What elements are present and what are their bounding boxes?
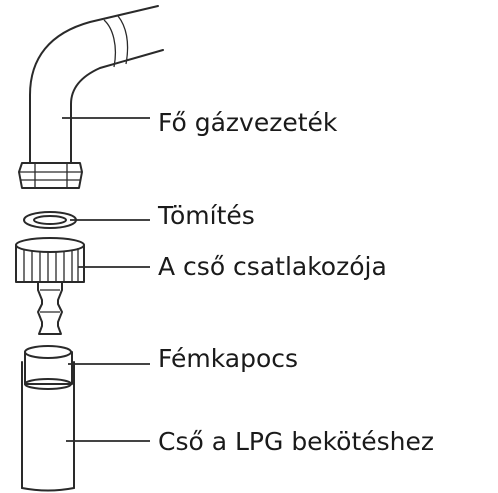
barbed-fitting <box>37 281 63 335</box>
seal-ring <box>23 211 77 229</box>
label-pipe-connector: A cső csatlakozója <box>158 252 387 281</box>
pipe-connector <box>15 237 85 283</box>
label-metal-clip: Fémkapocs <box>158 344 299 373</box>
main-gas-pipe <box>29 5 164 166</box>
label-lpg-hose: Cső a LPG bekötéshez <box>158 427 435 456</box>
label-seal: Tömítés <box>158 201 255 230</box>
main-line-nut <box>18 162 83 189</box>
metal-clip <box>24 345 73 390</box>
label-main-gas-line: Fő gázvezeték <box>158 108 338 137</box>
lpg-hose <box>21 361 75 492</box>
